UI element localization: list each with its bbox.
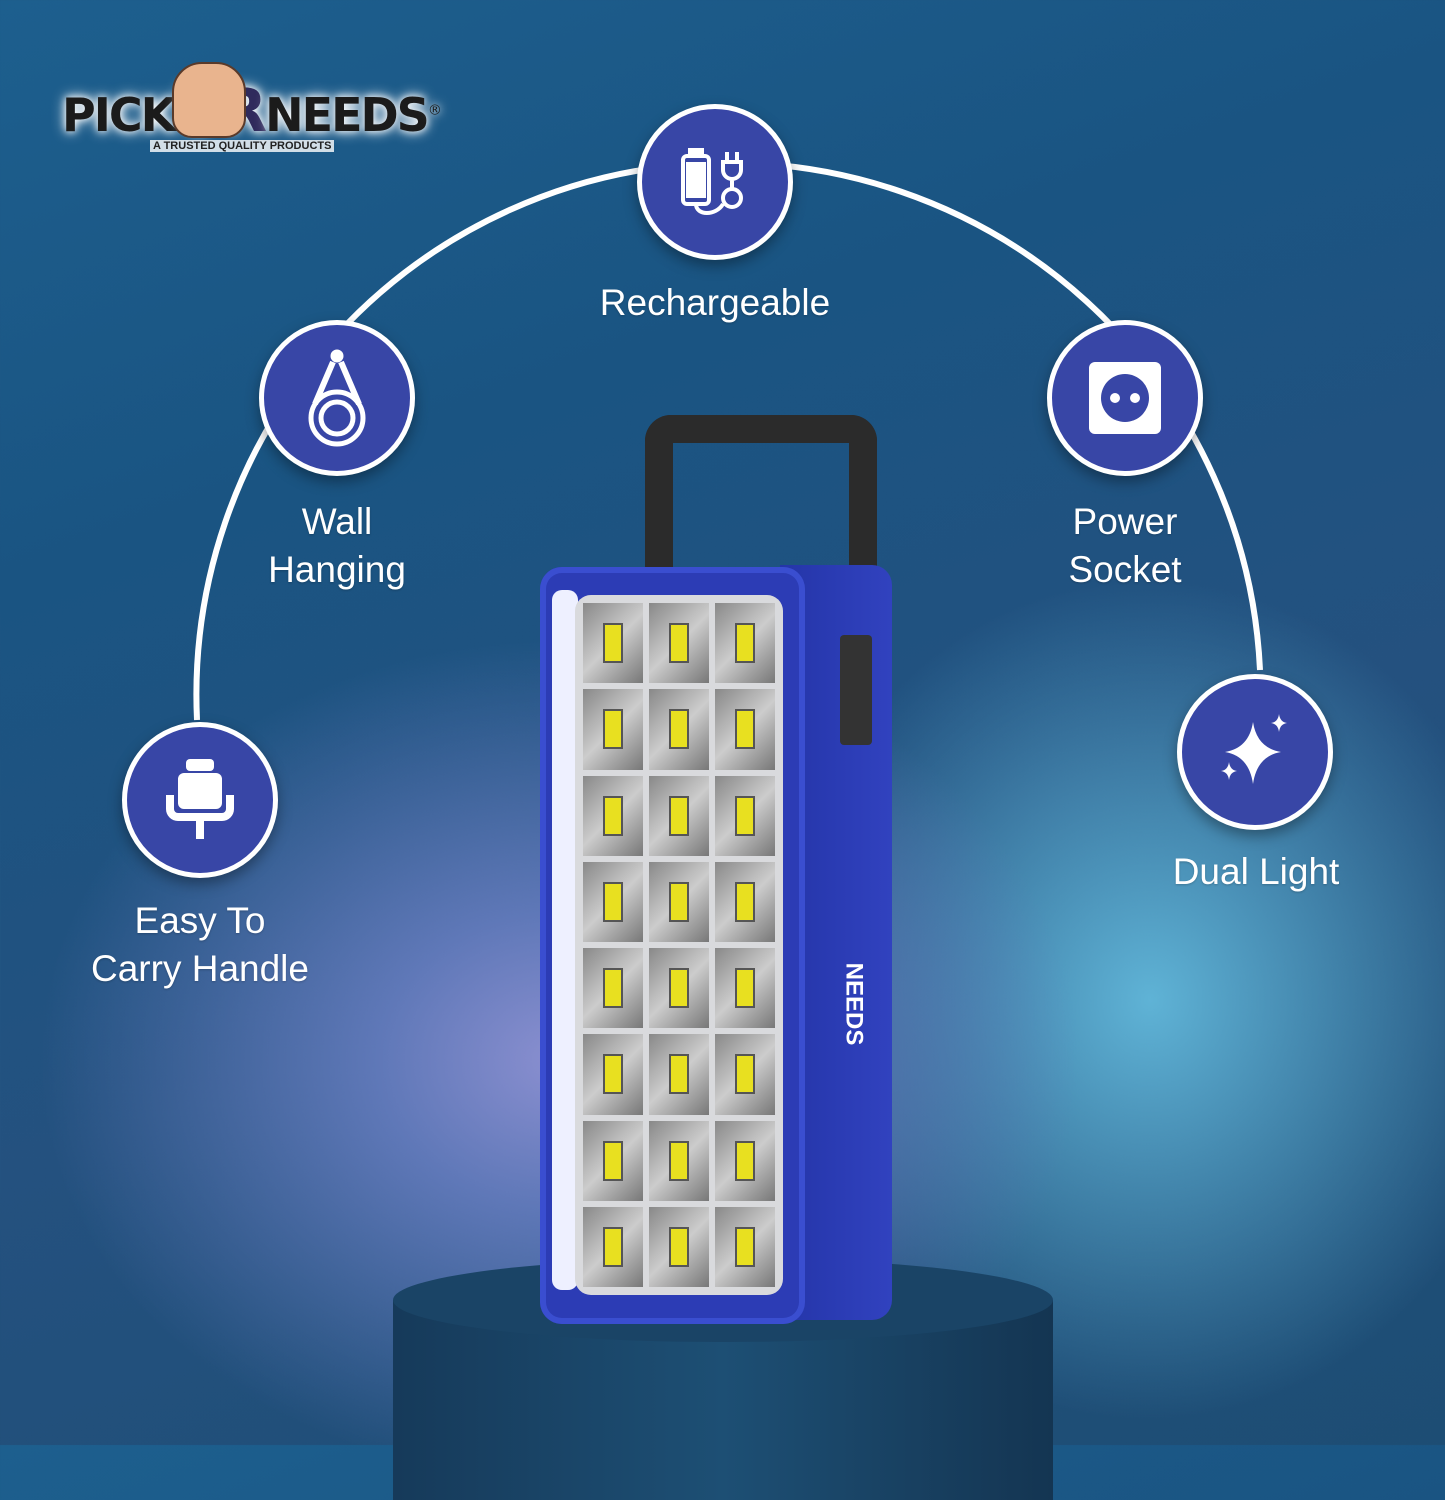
led-chip <box>735 795 755 836</box>
label-line: Wall <box>301 501 373 542</box>
led-chip <box>603 881 623 922</box>
logo-text-right: NEEDS <box>265 88 430 142</box>
label-line: Hanging <box>268 549 406 590</box>
logo-text-left: PICK <box>62 88 176 142</box>
carry-handle-icon <box>166 759 234 839</box>
hanging-lamp-icon <box>308 349 366 447</box>
led-chip <box>735 1226 755 1267</box>
led-cell <box>715 1206 775 1287</box>
feature-dual-light-label: Dual Light <box>1172 851 1340 892</box>
led-chip <box>603 1054 623 1095</box>
pointing-hand-icon <box>172 62 246 138</box>
led-cell <box>715 603 775 684</box>
led-chip <box>669 881 689 922</box>
led-cell <box>649 689 709 770</box>
label-line: Power <box>1072 501 1178 542</box>
logo-tagline: A TRUSTED QUALITY PRODUCTS <box>150 140 335 152</box>
led-chip <box>669 1226 689 1267</box>
led-chip <box>735 1140 755 1181</box>
led-cell <box>649 603 709 684</box>
power-socket-icon <box>1089 362 1161 434</box>
led-chip <box>669 1140 689 1181</box>
led-cell <box>583 689 643 770</box>
led-chip <box>603 968 623 1009</box>
led-chip <box>735 968 755 1009</box>
led-cell <box>715 861 775 942</box>
led-chip <box>735 709 755 750</box>
feature-carry-handle-icon-circle <box>122 722 278 878</box>
led-cell <box>583 603 643 684</box>
lamp-switch <box>840 635 872 745</box>
led-cell <box>649 1034 709 1115</box>
led-cell <box>649 775 709 856</box>
led-cell <box>583 775 643 856</box>
led-chip <box>603 709 623 750</box>
led-chip <box>669 709 689 750</box>
feature-rechargeable-label: Rechargeable <box>599 282 831 323</box>
feature-dual-light-icon-circle <box>1177 674 1333 830</box>
led-chip <box>669 795 689 836</box>
led-cell <box>583 861 643 942</box>
label-line: Carry Handle <box>91 948 309 989</box>
feature-carry-handle-label: Easy To Carry Handle <box>50 897 350 993</box>
label-line: Easy To <box>134 900 266 941</box>
led-cell <box>715 1034 775 1115</box>
led-chip <box>603 795 623 836</box>
led-chip <box>669 1054 689 1095</box>
led-cell <box>649 861 709 942</box>
led-chip <box>669 968 689 1009</box>
led-cell <box>583 1034 643 1115</box>
led-cell <box>715 775 775 856</box>
led-cell <box>715 948 775 1029</box>
led-cell <box>649 1206 709 1287</box>
led-chip <box>603 623 623 664</box>
battery-plug-icon <box>681 148 743 215</box>
led-cell <box>715 689 775 770</box>
lamp-side-logo: NEEDS <box>840 962 868 1046</box>
led-cell <box>649 1120 709 1201</box>
feature-wall-hanging-label: Wall Hanging <box>212 498 462 594</box>
feature-rechargeable-icon-circle <box>637 104 793 260</box>
led-cell <box>583 1206 643 1287</box>
feature-power-socket-label: Power Socket <box>1000 498 1250 594</box>
sparkle-icon <box>1221 714 1287 784</box>
led-chip <box>669 623 689 664</box>
led-cell <box>583 948 643 1029</box>
led-chip <box>735 881 755 922</box>
label-line: Socket <box>1068 549 1182 590</box>
feature-wall-hanging-icon-circle <box>259 320 415 476</box>
registered-mark: ® <box>427 102 442 119</box>
lamp-diffuser <box>552 590 578 1290</box>
led-cell <box>583 1120 643 1201</box>
led-cell <box>649 948 709 1029</box>
led-chip <box>603 1226 623 1267</box>
led-cell <box>715 1120 775 1201</box>
led-grid <box>575 595 783 1295</box>
feature-power-socket-icon-circle <box>1047 320 1203 476</box>
led-chip <box>603 1140 623 1181</box>
led-chip <box>735 1054 755 1095</box>
led-chip <box>735 623 755 664</box>
